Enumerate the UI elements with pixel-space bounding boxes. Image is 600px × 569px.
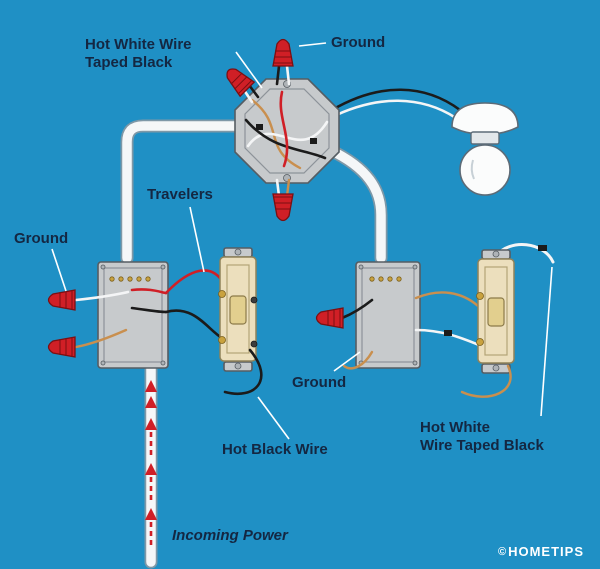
wire-nut-top: [272, 38, 294, 67]
junction-box: [220, 38, 340, 222]
hot-black-wire-loop: [223, 348, 263, 395]
ceiling-light: [451, 102, 519, 196]
left-switch-toggle: [229, 295, 247, 325]
copyright-icon: ©: [497, 545, 507, 558]
label-ground-top: Ground: [331, 34, 386, 51]
ground-pigtail: [342, 350, 374, 370]
left-switch-box: [47, 261, 169, 369]
label-ground-left: Ground: [14, 230, 69, 247]
right-switch-box: [315, 261, 481, 370]
light-bulb: [459, 144, 511, 196]
traveler-wires: [164, 269, 226, 340]
right-switch-toggle: [487, 297, 505, 327]
leader-lines: [51, 42, 553, 440]
wire-nut-middle: [315, 307, 344, 329]
label-incoming-power: Incoming Power: [172, 527, 288, 544]
label-hot-black-wire: Hot Black Wire: [222, 441, 328, 458]
right-three-way-switch: [460, 243, 555, 398]
power-flow-arrows: [145, 380, 157, 545]
wire-nut-junction-bottom: [272, 193, 294, 222]
wire-nut-left-box-neutral: [47, 289, 76, 311]
label-travelers: Travelers: [147, 186, 213, 203]
cable-junction-to-right-box: [323, 143, 388, 265]
label-hot-white-taped-black-top: Hot White Wire Taped Black: [85, 36, 192, 71]
label-hot-white-taped-black-right: Hot White Wire Taped Black: [420, 419, 544, 454]
wire-to-light: [328, 88, 462, 120]
wire-nut-junction-left: [220, 62, 255, 97]
hometips-logo: © HOMETIPS: [498, 544, 584, 559]
left-three-way-switch: [218, 247, 263, 395]
cable-junction-to-left-box: [120, 119, 247, 265]
brand-text: HOMETIPS: [508, 544, 584, 559]
wire-nut-left-box-ground: [47, 336, 76, 358]
label-ground-middle: Ground: [292, 374, 347, 391]
